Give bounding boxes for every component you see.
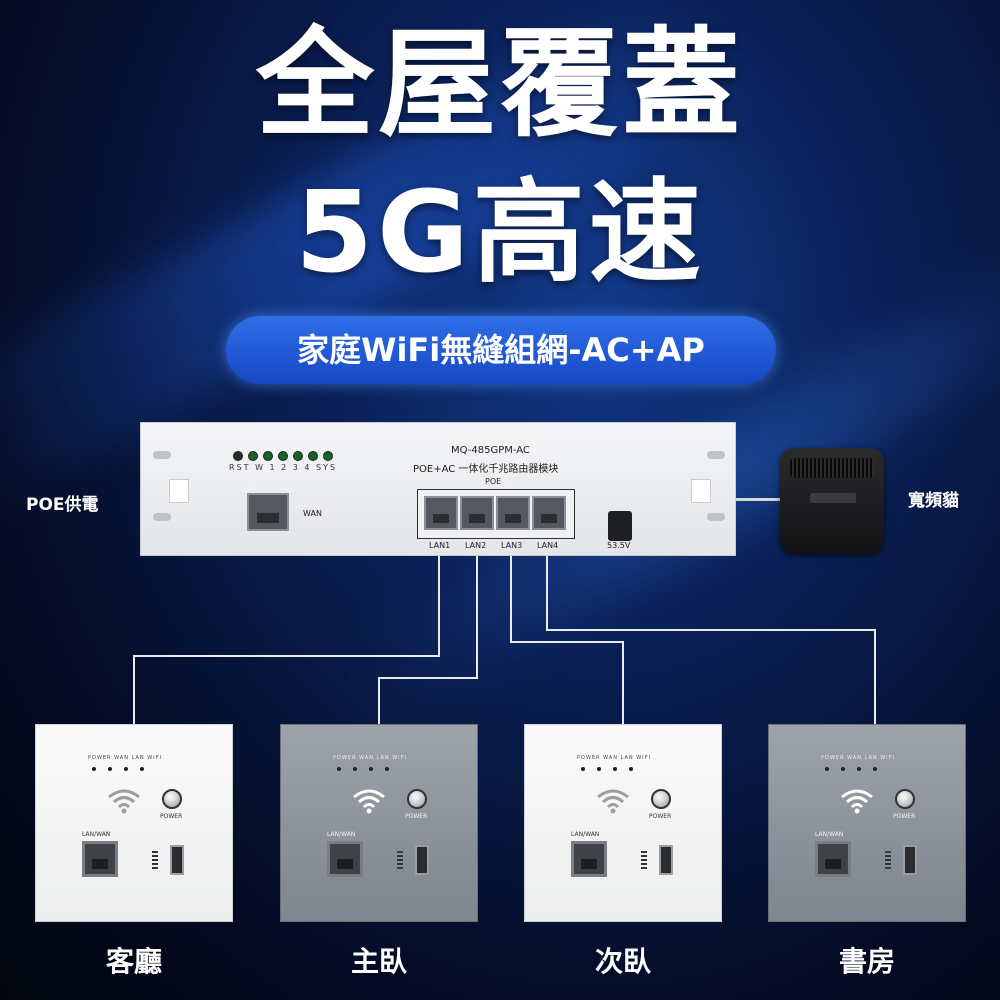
rack-slot <box>153 451 171 459</box>
cable <box>378 677 380 725</box>
led-indicator <box>278 451 288 461</box>
cable <box>510 556 512 642</box>
lan-port-label: LAN4 <box>537 541 559 550</box>
power-voltage-label: 53.5V <box>607 541 631 550</box>
lan-port <box>496 496 530 530</box>
power-label: POWER <box>649 813 672 820</box>
rack-slot <box>707 451 725 459</box>
power-label: POWER <box>893 813 916 820</box>
panel-leds <box>581 767 633 771</box>
wifi-icon <box>108 789 140 814</box>
broadband-modem <box>780 448 884 554</box>
rack-ear <box>169 479 189 503</box>
cable <box>874 629 876 725</box>
lan-wan-label: LAN/WAN <box>571 831 600 838</box>
ethernet-port <box>82 841 118 877</box>
modem-logo <box>810 493 856 503</box>
usb-symbol <box>397 851 403 869</box>
usb-port <box>170 845 184 875</box>
usb-symbol <box>885 851 891 869</box>
wifi-icon <box>353 789 385 814</box>
lan-port-label: LAN1 <box>429 541 451 550</box>
lan-port <box>532 496 566 530</box>
cable <box>133 655 440 657</box>
modem-vent-grille <box>790 458 874 478</box>
power-button[interactable] <box>895 789 915 809</box>
usb-symbol <box>641 851 647 869</box>
room-label: 客廳 <box>105 945 162 978</box>
subtitle-pill: 家庭WiFi無縫組網-AC+AP <box>226 316 776 384</box>
modem-cable <box>736 498 782 501</box>
panel-led-labels: POWER WAN LAN WIFI <box>821 755 895 761</box>
led-indicator <box>263 451 273 461</box>
wifi-icon <box>597 789 629 814</box>
cable <box>378 677 478 679</box>
poe-label: POE <box>485 477 502 486</box>
poe-port-block <box>417 489 575 539</box>
wall-ap-panel: POWER WAN LAN WIFI POWER LAN/WAN <box>524 724 722 922</box>
ethernet-port <box>571 841 607 877</box>
headline-line-1: 全屋覆蓋 <box>255 15 744 153</box>
wall-ap-panel: POWER WAN LAN WIFI POWER LAN/WAN <box>768 724 966 922</box>
room-label: 主臥 <box>350 945 407 978</box>
panel-led-labels: POWER WAN LAN WIFI <box>577 755 651 761</box>
lan-port <box>424 496 458 530</box>
led-labels: RST W 1 2 3 4 SYS <box>229 463 338 472</box>
rack-slot <box>707 513 725 521</box>
cable <box>133 655 135 725</box>
room-label: 書房 <box>838 945 895 978</box>
power-button[interactable] <box>407 789 427 809</box>
dc-power-jack <box>608 511 632 541</box>
wan-port <box>247 493 289 531</box>
wall-ap-panel: POWER WAN LAN WIFI POWER LAN/WAN <box>280 724 478 922</box>
room-label: 次臥 <box>594 945 651 978</box>
led-indicator <box>308 451 318 461</box>
usb-port <box>415 845 429 875</box>
power-button[interactable] <box>162 789 182 809</box>
status-leds <box>233 451 333 461</box>
ethernet-port <box>327 841 363 877</box>
cable <box>438 556 440 656</box>
router-module: RST W 1 2 3 4 SYS MQ-485GPM-AC POE+AC 一体… <box>140 422 736 556</box>
led-indicator <box>233 451 243 461</box>
router-model: MQ-485GPM-AC <box>451 445 530 456</box>
wifi-icon <box>841 789 873 814</box>
cable <box>546 556 548 630</box>
lan-port <box>460 496 494 530</box>
usb-port <box>903 845 917 875</box>
headline-line-2: 5G高速 <box>295 168 705 298</box>
lan-port-label: LAN3 <box>501 541 523 550</box>
wall-ap-panel: POWER WAN LAN WIFI POWER LAN/WAN <box>35 724 233 922</box>
rack-slot <box>153 513 171 521</box>
panel-leds <box>825 767 877 771</box>
lan-port-label: LAN2 <box>465 541 487 550</box>
panel-led-labels: POWER WAN LAN WIFI <box>88 755 162 761</box>
cable <box>476 556 478 678</box>
led-indicator <box>323 451 333 461</box>
cable <box>510 641 624 643</box>
lan-wan-label: LAN/WAN <box>327 831 356 838</box>
cable <box>622 641 624 725</box>
panel-leds <box>92 767 144 771</box>
ethernet-port <box>815 841 851 877</box>
power-button[interactable] <box>651 789 671 809</box>
usb-symbol <box>152 851 158 869</box>
rack-ear <box>691 479 711 503</box>
wan-label: WAN <box>303 509 322 518</box>
panel-led-labels: POWER WAN LAN WIFI <box>333 755 407 761</box>
lan-wan-label: LAN/WAN <box>815 831 844 838</box>
panel-leds <box>337 767 389 771</box>
lan-wan-label: LAN/WAN <box>82 831 111 838</box>
poe-power-label: POE供電 <box>26 495 99 515</box>
broadband-modem-label: 寬頻貓 <box>908 491 959 511</box>
usb-port <box>659 845 673 875</box>
led-indicator <box>293 451 303 461</box>
power-label: POWER <box>405 813 428 820</box>
power-label: POWER <box>160 813 183 820</box>
router-description: POE+AC 一体化千兆路由器模块 <box>413 464 559 475</box>
led-indicator <box>248 451 258 461</box>
cable <box>546 629 876 631</box>
